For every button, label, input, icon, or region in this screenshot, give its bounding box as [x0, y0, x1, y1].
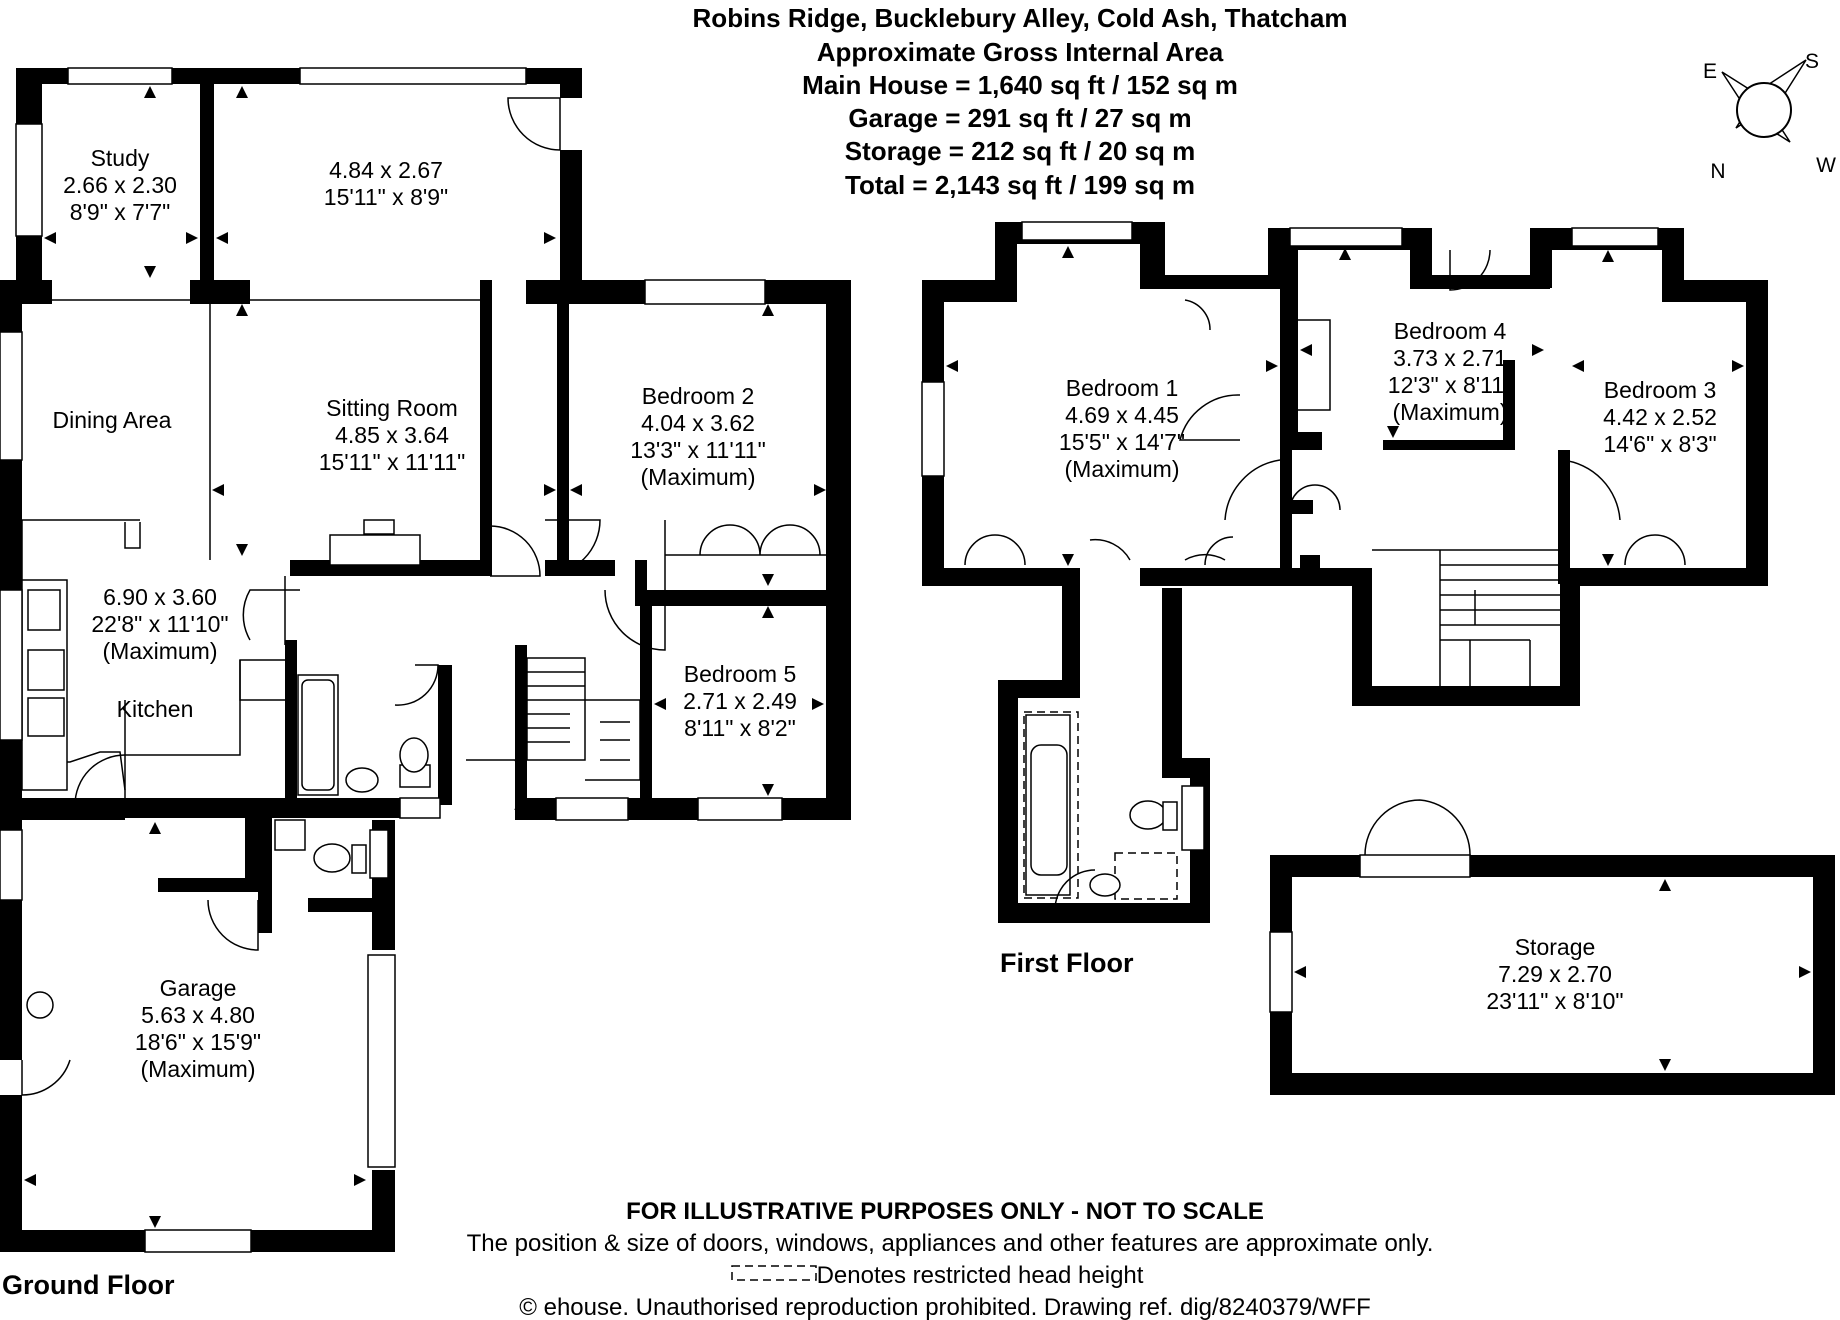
basin-icon: [345, 767, 379, 793]
room-bedroom-3: Bedroom 3 4.42 x 2.52 14'6" x 8'3": [1603, 377, 1717, 457]
garage-area: Garage = 291 sq ft / 27 sq m: [848, 103, 1191, 133]
area-title: Approximate Gross Internal Area: [817, 37, 1224, 67]
bedroom5-metric: 2.71 x 2.49: [683, 688, 797, 714]
study-name: Study: [91, 145, 150, 171]
room-sitting: Sitting Room 4.85 x 3.64 15'11" x 11'11": [319, 395, 466, 475]
storage-area: Storage = 212 sq ft / 20 sq m: [845, 136, 1195, 166]
bedroom3-name: Bedroom 3: [1604, 377, 1717, 403]
conservatory-metric: 4.84 x 2.67: [329, 157, 443, 183]
dimension-arrows: [24, 86, 1811, 1228]
compass-icon: E S N W: [1703, 50, 1836, 183]
garage-toilet-icon: [313, 843, 351, 873]
compass-west: W: [1816, 154, 1836, 177]
room-kitchen: Kitchen: [117, 696, 194, 722]
bedroom1-name: Bedroom 1: [1066, 375, 1179, 401]
garage-metric: 5.63 x 4.80: [141, 1002, 255, 1028]
room-bedroom-4: Bedroom 4 3.73 x 2.71 12'3" x 8'11" (Max…: [1388, 318, 1512, 425]
compass-south: S: [1805, 50, 1819, 73]
study-metric: 2.66 x 2.30: [63, 172, 177, 198]
footer: FOR ILLUSTRATIVE PURPOSES ONLY - NOT TO …: [467, 1198, 1434, 1320]
storage-walls: [1269, 854, 1835, 1095]
bedroom5-name: Bedroom 5: [684, 661, 797, 687]
bedroom4-note: (Maximum): [1393, 399, 1508, 425]
fireplace-icon: [329, 534, 421, 566]
room-bedroom-1: Bedroom 1 4.69 x 4.45 15'5" x 14'7" (Max…: [1059, 375, 1185, 482]
first-basin-icon: [1089, 873, 1121, 897]
kitchen-note: (Maximum): [103, 638, 218, 664]
garage-sink-icon: [26, 991, 54, 1019]
bedroom1-note: (Maximum): [1065, 456, 1180, 482]
kitchen-metric: 6.90 x 3.60: [103, 584, 217, 610]
doors: [21, 97, 1686, 1096]
disclaimer: FOR ILLUSTRATIVE PURPOSES ONLY - NOT TO …: [626, 1198, 1264, 1225]
conservatory-imperial: 15'11" x 8'9": [324, 184, 448, 210]
room-dining: Dining Area: [53, 407, 172, 433]
fixtures: [26, 519, 1178, 1019]
room-garage: Garage 5.63 x 4.80 18'6" x 15'9" (Maximu…: [135, 975, 261, 1082]
bedroom2-metric: 4.04 x 3.62: [641, 410, 755, 436]
compass-north: N: [1710, 160, 1725, 183]
sitting-imperial: 15'11" x 11'11": [319, 449, 466, 475]
copyright: © ehouse. Unauthorised reproduction proh…: [519, 1294, 1371, 1320]
total-area: Total = 2,143 sq ft / 199 sq m: [845, 170, 1195, 200]
bedroom4-imperial: 12'3" x 8'11": [1388, 372, 1512, 398]
boiler-icon: [274, 819, 306, 851]
kitchen-name: Kitchen: [117, 696, 194, 722]
garage-name: Garage: [160, 975, 237, 1001]
room-study: Study 2.66 x 2.30 8'9" x 7'7": [63, 145, 177, 225]
bedroom5-imperial: 8'11" x 8'2": [684, 715, 796, 741]
windows: [0, 67, 1659, 1253]
storage-imperial: 23'11" x 8'10": [1486, 988, 1623, 1014]
dining-name: Dining Area: [53, 407, 172, 433]
drainer-icon: [27, 697, 65, 737]
ground-floor-label: Ground Floor: [2, 1270, 175, 1300]
sitting-name: Sitting Room: [326, 395, 458, 421]
room-bedroom-5: Bedroom 5 2.71 x 2.49 8'11" x 8'2": [683, 661, 797, 741]
restricted-height-icon: [731, 1265, 817, 1281]
bedroom2-name: Bedroom 2: [642, 383, 755, 409]
room-conservatory: 4.84 x 2.67 15'11" x 8'9": [324, 157, 448, 210]
compass-east: E: [1703, 60, 1717, 83]
first-floor-label: First Floor: [1000, 948, 1134, 978]
garage-note: (Maximum): [141, 1056, 256, 1082]
bedroom2-note: (Maximum): [641, 464, 756, 490]
bedroom4-name: Bedroom 4: [1394, 318, 1507, 344]
address-title: Robins Ridge, Bucklebury Alley, Cold Ash…: [693, 3, 1348, 33]
study-imperial: 8'9" x 7'7": [70, 199, 171, 225]
restricted-note: Denotes restricted head height: [817, 1262, 1144, 1289]
header: Robins Ridge, Bucklebury Alley, Cold Ash…: [693, 3, 1348, 200]
first-toilet-icon: [1129, 800, 1167, 830]
room-storage: Storage 7.29 x 2.70 23'11" x 8'10": [1486, 934, 1623, 1014]
garage-imperial: 18'6" x 15'9": [135, 1029, 261, 1055]
sitting-metric: 4.85 x 3.64: [335, 422, 449, 448]
kitchen-imperial: 22'8" x 11'10": [91, 611, 228, 637]
main-house-area: Main House = 1,640 sq ft / 152 sq m: [802, 70, 1238, 100]
approx-note: The position & size of doors, windows, a…: [467, 1230, 1434, 1257]
bedroom2-imperial: 13'3" x 11'11": [630, 437, 766, 463]
storage-name: Storage: [1515, 934, 1596, 960]
hob-icon: [27, 589, 61, 631]
sink-icon: [27, 649, 65, 691]
room-bedroom-2: Bedroom 2 4.04 x 3.62 13'3" x 11'11" (Ma…: [630, 383, 766, 490]
bedroom4-metric: 3.73 x 2.71: [1393, 345, 1507, 371]
room-kitchen-dims: 6.90 x 3.60 22'8" x 11'10" (Maximum): [91, 584, 228, 664]
bedroom1-metric: 4.69 x 4.45: [1065, 402, 1179, 428]
bedroom3-imperial: 14'6" x 8'3": [1603, 431, 1716, 457]
bedroom3-metric: 4.42 x 2.52: [1603, 404, 1717, 430]
storage-metric: 7.29 x 2.70: [1498, 961, 1612, 987]
bedroom1-imperial: 15'5" x 14'7": [1059, 429, 1185, 455]
first-floor-inner-lines: [1023, 319, 1560, 900]
